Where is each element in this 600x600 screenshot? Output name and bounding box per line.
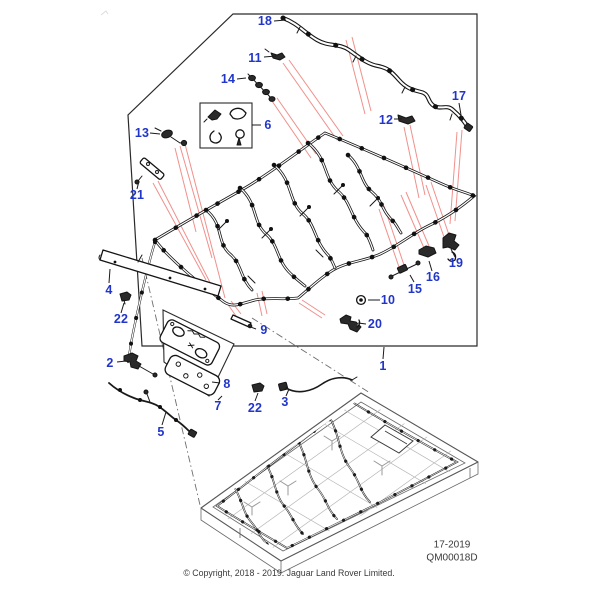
part-4-strip [98, 249, 222, 297]
battery-tray [200, 392, 479, 574]
callout-1[interactable]: 1 [379, 358, 387, 373]
callout-20[interactable]: 20 [367, 316, 383, 331]
part-3-cable [278, 376, 358, 393]
tray-junction-box [370, 424, 414, 454]
callout-8[interactable]: 8 [223, 376, 231, 391]
callout-10[interactable]: 10 [380, 292, 396, 307]
part-20-bracket [339, 314, 362, 333]
part-5-harness [108, 382, 198, 438]
part-14-connector [247, 73, 276, 102]
part-22b-clip [251, 382, 265, 393]
callout-17[interactable]: 17 [451, 88, 467, 103]
drawing-code: QM00018D [426, 552, 478, 564]
sheet-border [127, 13, 478, 347]
callout-11[interactable]: 11 [248, 50, 262, 65]
part-9-strip [230, 314, 253, 329]
copyright-text: © Copyright, 2018 - 2019. Jaguar Land Ro… [183, 568, 395, 578]
callout-12[interactable]: 12 [378, 112, 394, 127]
callout-6[interactable]: 6 [264, 117, 272, 132]
tray-grid [213, 406, 470, 554]
part-12-clip [397, 114, 416, 125]
sheet-code: 17-2019 [433, 539, 471, 551]
part-11-clip [270, 52, 286, 61]
projection-lines [141, 257, 371, 506]
roof-rail-harness [283, 18, 474, 132]
callout-2[interactable]: 2 [106, 355, 114, 370]
callout-19[interactable]: 19 [448, 255, 464, 270]
part-22a-clip [119, 291, 132, 305]
callout-13[interactable]: 13 [134, 125, 150, 140]
callout-21[interactable]: 21 [129, 187, 145, 202]
part-16-clip [418, 245, 437, 258]
small-parts [98, 48, 460, 438]
callout-3[interactable]: 3 [281, 394, 289, 409]
part-10-grommet [355, 294, 367, 306]
clip-kit-box [199, 102, 253, 149]
callout-22a[interactable]: 22 [113, 311, 129, 326]
callout-leader-lines [108, 19, 463, 426]
callout-4[interactable]: 4 [105, 282, 113, 297]
cover-plate [159, 319, 221, 366]
gasket-plate [164, 354, 221, 396]
callout-7[interactable]: 7 [214, 398, 222, 413]
callout-14[interactable]: 14 [220, 71, 236, 86]
part-2-bracket [123, 352, 158, 378]
module-plate-box [159, 309, 235, 397]
callout-22b[interactable]: 22 [247, 400, 263, 415]
part-21-bracket [134, 157, 165, 185]
callout-9[interactable]: 9 [260, 322, 268, 337]
callout-5[interactable]: 5 [157, 424, 165, 439]
paper-artifact [100, 10, 109, 16]
callout-18[interactable]: 18 [257, 13, 273, 28]
locator-lines [152, 36, 463, 319]
callout-16[interactable]: 16 [425, 269, 441, 284]
part-13-bracket [154, 127, 188, 147]
callout-15[interactable]: 15 [407, 281, 423, 296]
part-15-clip [388, 260, 421, 280]
main-harness [126, 133, 474, 364]
